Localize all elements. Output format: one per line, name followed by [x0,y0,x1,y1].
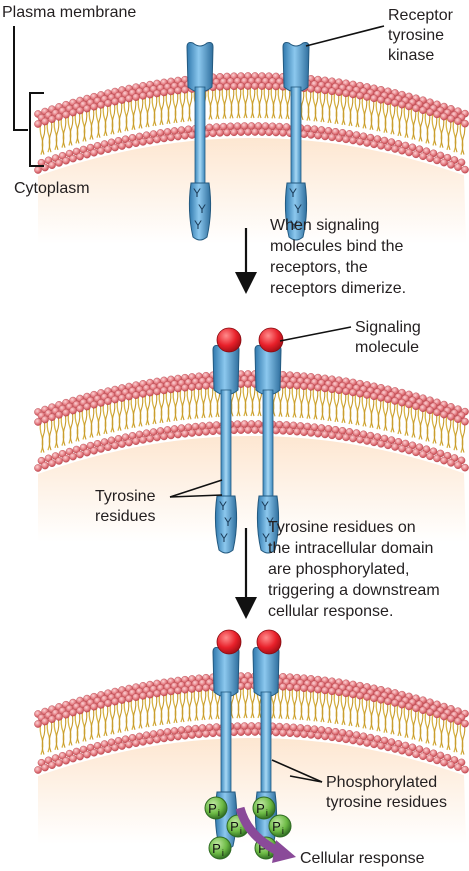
cytoplasm-label: Cytoplasm [14,180,90,197]
phosphate-group: Pi [268,814,292,838]
receptor-leader-line [305,25,385,47]
tyrosine-residue-glyph: Y [219,499,227,513]
membrane-panel-1 [34,72,469,244]
step-2-text: Tyrosine residues on the intracellular d… [268,519,444,620]
svg-text:Pi: Pi [256,801,268,818]
phosphate-group: Pi [208,836,232,860]
cellular-response-arrowhead [272,840,296,863]
tyrosine-residue-glyph: Y [220,531,228,545]
phosphate-group: Pi [204,796,228,820]
tyrosine-residue-glyph: Y [294,202,302,216]
tyrosine-residues-label: Tyrosine residues [95,488,160,525]
phospho-leader-line-b [289,775,323,783]
phosphorylated-tyrosine-label: Phosphorylated tyrosine residues [326,774,447,811]
tyrosine-residue-glyph: Y [194,218,202,232]
tyrosine-residue-glyph: Y [261,499,269,513]
tyrosine-residue-glyph: Y [193,186,201,200]
svg-text:Pi: Pi [258,841,270,858]
step-1-text: When signaling molecules bind the recept… [270,217,408,297]
tyrosine-residue-glyph: Y [290,218,298,232]
tyrosine-residue-glyph: Y [262,531,270,545]
svg-text:Pi: Pi [230,819,242,836]
tyrosine-residue-glyph: Y [266,515,274,529]
plasma-membrane-label: Plasma membrane [2,4,136,21]
tyrosine-leader-line-b [169,494,223,498]
signaling-leader-line [279,326,352,342]
signaling-molecule [216,629,242,655]
tyrosine-leader-line-a [169,479,223,498]
signaling-molecule [256,629,282,655]
svg-text:Pi: Pi [208,801,220,818]
svg-text:Pi: Pi [212,841,224,858]
receptor-tyrosine-kinase-label: Receptor tyrosine kinase [388,7,457,64]
phospho-leader-line-a [271,759,323,783]
signaling-molecule-label: Signaling molecule [355,319,425,356]
signaling-molecule [258,327,284,353]
signaling-molecule [216,327,242,353]
tyrosine-residue-glyph: Y [224,515,232,529]
svg-text:Pi: Pi [272,819,284,836]
tyrosine-residue-glyph: Y [198,202,206,216]
membrane-panel-2 [34,370,469,542]
cellular-response-label: Cellular response [300,850,425,867]
membrane-span-bracket [29,92,44,167]
phosphate-group: Pi [252,796,276,820]
tyrosine-residue-glyph: Y [289,186,297,200]
membrane-panel-3 [34,672,469,844]
plasma-membrane-bracket [13,26,28,131]
